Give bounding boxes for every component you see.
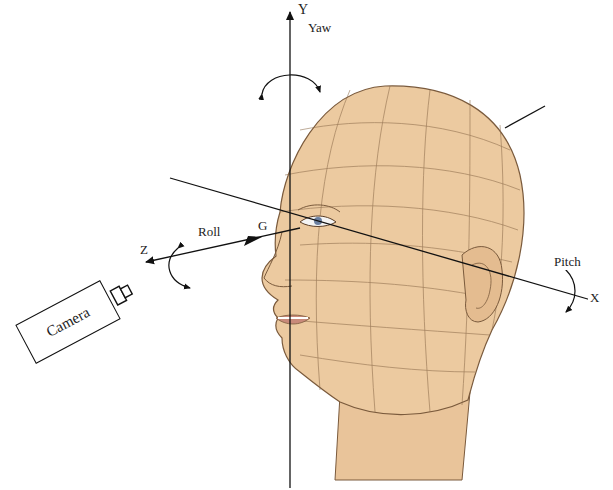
axis-label: X — [588, 290, 601, 306]
camera-label: Camera — [43, 304, 92, 341]
axis-label: Yaw — [306, 20, 333, 36]
axis-label: Pitch — [552, 254, 583, 270]
camera-box: Camera — [15, 280, 120, 364]
axis-label: Z — [138, 242, 150, 258]
axis-label: G — [256, 218, 269, 234]
axis-label: Roll — [196, 224, 222, 240]
axis-label: Y — [296, 2, 310, 18]
